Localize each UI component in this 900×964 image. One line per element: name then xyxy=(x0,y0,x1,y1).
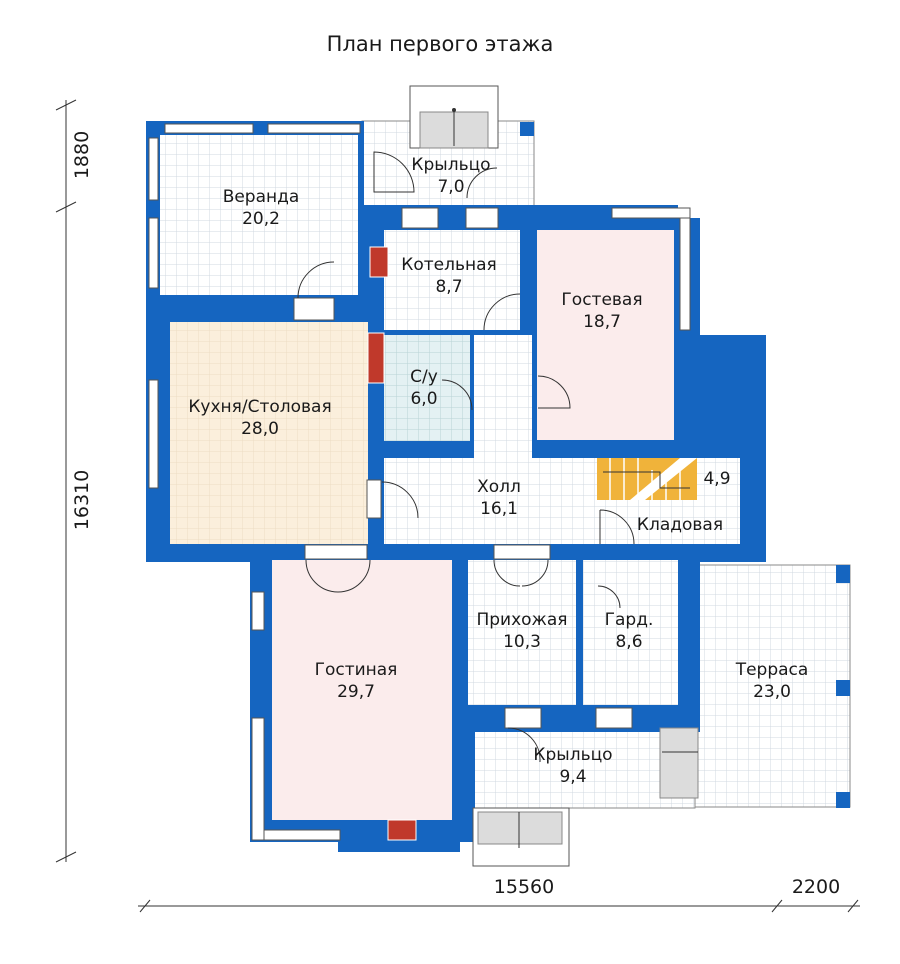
dim-bottom-right: 2200 xyxy=(792,876,840,898)
living-area: 29,7 xyxy=(337,682,375,702)
boiler-floor xyxy=(384,230,520,330)
terrace-steps xyxy=(659,565,850,808)
entry-name: Прихожая xyxy=(476,610,567,630)
plan-title: План первого этажа xyxy=(326,32,554,56)
guest-floor xyxy=(537,230,674,440)
storage-name: Кладовая xyxy=(637,515,723,535)
porch-top-area: 7,0 xyxy=(437,177,464,197)
porch-steps-top xyxy=(409,85,534,149)
entry-area: 10,3 xyxy=(503,632,541,652)
boiler-name: Котельная xyxy=(401,255,496,275)
veranda-area: 20,2 xyxy=(242,209,280,229)
hall-corridor-floor xyxy=(474,335,532,460)
hall-name: Холл xyxy=(477,477,521,497)
chimney-icons xyxy=(367,246,417,841)
terrace-name: Терраса xyxy=(735,660,809,680)
living-floor xyxy=(272,560,452,820)
wc-name: С/у xyxy=(410,367,438,387)
wc-area: 6,0 xyxy=(410,389,437,409)
kitchen-floor xyxy=(170,322,368,544)
porch-top-name: Крыльцо xyxy=(411,155,490,175)
dim-left-top: 1880 xyxy=(71,131,93,179)
wc-floor xyxy=(384,335,470,441)
entry-floor xyxy=(468,560,576,705)
terrace-floor xyxy=(694,564,851,808)
dimension-lines xyxy=(55,99,860,913)
windows xyxy=(148,123,691,841)
veranda-floor xyxy=(160,135,358,295)
dim-bottom-main: 15560 xyxy=(494,876,554,898)
wardrobe-name: Гард. xyxy=(605,610,654,630)
hall-area: 16,1 xyxy=(480,499,518,519)
wardrobe-floor xyxy=(583,560,678,705)
veranda-name: Веранда xyxy=(223,187,300,207)
door-swings xyxy=(297,151,635,763)
porch-bottom-area: 9,4 xyxy=(559,767,586,787)
living-name: Гостиная xyxy=(315,660,398,680)
terrace-area: 23,0 xyxy=(753,682,791,702)
dim-left-main: 16310 xyxy=(71,470,93,530)
storage-floor xyxy=(597,502,740,544)
guest-area: 18,7 xyxy=(583,312,621,332)
stairs-area: 4,9 xyxy=(703,469,730,489)
wardrobe-area: 8,6 xyxy=(615,632,642,652)
staircase xyxy=(597,458,697,500)
porch-steps-bottom xyxy=(472,807,570,867)
guest-name: Гостевая xyxy=(561,290,642,310)
boiler-area: 8,7 xyxy=(435,277,462,297)
kitchen-name: Кухня/Столовая xyxy=(188,397,331,417)
porch-bottom-floor xyxy=(472,727,696,809)
porch-bottom-name: Крыльцо xyxy=(533,745,612,765)
kitchen-area: 28,0 xyxy=(241,419,279,439)
dimension-labels: 1880 16310 15560 2200 xyxy=(71,131,840,898)
room-labels: Веранда 20,2 Крыльцо 7,0 Котельная 8,7 Г… xyxy=(188,155,808,787)
